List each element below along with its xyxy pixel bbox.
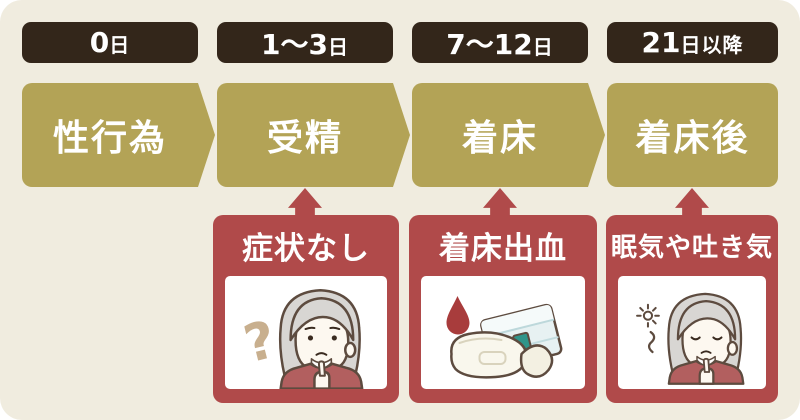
- symptom-card-implantation-bleeding: 着床出血: [409, 215, 597, 403]
- day-badge-post-implantation: 21日以降: [607, 22, 778, 63]
- blood-drop-icon: [446, 296, 470, 335]
- stage-block-fertilization: 受精: [217, 83, 393, 187]
- squiggle-icon: [647, 330, 656, 354]
- sleepy-woman-sparkle-illustration: [636, 292, 745, 385]
- day-badge-intercourse: 0日: [22, 22, 198, 63]
- symptom-card-drowsiness-nausea: 眠気や吐き気: [606, 215, 778, 403]
- day-badge-label: 7〜12日: [446, 27, 554, 61]
- up-arrow-icon: [483, 188, 517, 216]
- day-badge-label: 1〜3日: [261, 27, 349, 61]
- thinking-woman-question-mark-illustration: ?: [238, 289, 364, 389]
- symptom-title: 眠気や吐き気: [610, 233, 773, 263]
- day-badge-fertilization: 1〜3日: [217, 22, 393, 63]
- day-badge-implantation: 7〜12日: [412, 22, 588, 63]
- day-badge-label: 0日: [89, 26, 131, 59]
- stage-block-post-implantation: 着床後: [607, 83, 778, 187]
- up-arrow-icon: [675, 188, 709, 216]
- symptom-title: 着床出血: [439, 231, 567, 267]
- day-badge-label: 21日以降: [641, 26, 744, 59]
- stage-label: 着床: [461, 118, 538, 159]
- up-arrow-icon: [288, 188, 322, 216]
- symptom-illustration-panel: [618, 276, 766, 389]
- stage-label: 性行為: [52, 118, 167, 159]
- stage-block-intercourse: 性行為: [22, 83, 198, 187]
- blood-drop-sanitary-pad-illustration: [446, 296, 563, 379]
- stage-block-implantation: 着床: [412, 83, 588, 187]
- question-mark-icon: ?: [238, 310, 282, 375]
- symptom-illustration-panel: ?: [225, 276, 387, 389]
- stage-label: 着床後: [635, 118, 750, 159]
- stage-arrow-tip: [588, 83, 605, 187]
- stage-label: 受精: [266, 118, 343, 159]
- sparkle-icon: [636, 303, 660, 354]
- symptom-title: 症状なし: [242, 231, 370, 267]
- symptom-illustration-panel: [421, 276, 585, 389]
- symptom-card-no-symptoms: 症状なし: [213, 215, 399, 403]
- stage-arrow-tip: [393, 83, 410, 187]
- stage-arrow-tip: [198, 83, 215, 187]
